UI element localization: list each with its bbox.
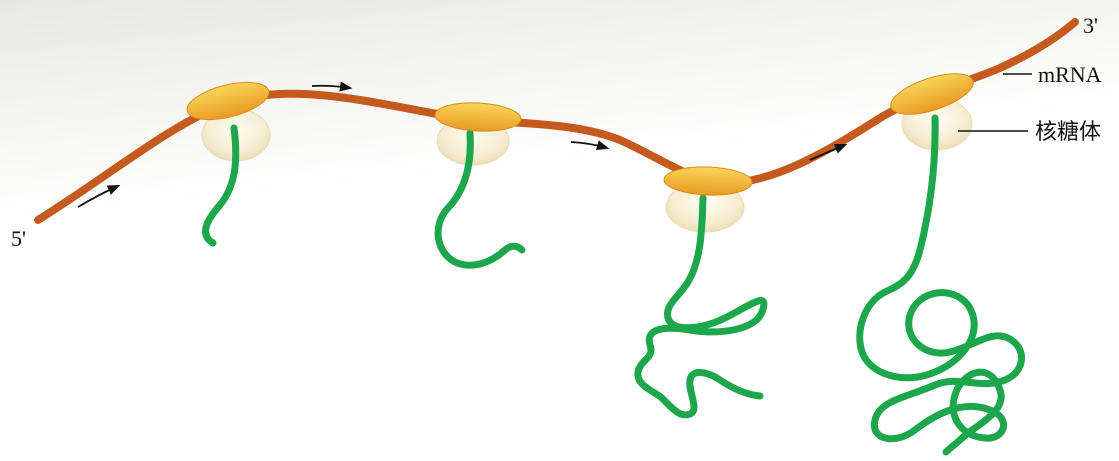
- five-prime-label: 5': [11, 226, 26, 251]
- ribosome-4-large-subunit: [890, 73, 974, 115]
- polypeptide-chain-4: [856, 114, 1026, 456]
- polypeptide-chain-2: [434, 129, 526, 269]
- direction-arrow-4: [809, 144, 848, 161]
- ribosome-2-large-subunit: [434, 102, 522, 132]
- polypeptide-chain-3: [634, 194, 768, 419]
- direction-arrows: [77, 81, 848, 208]
- ribosome-3-large-subunit: [663, 166, 753, 196]
- polypeptide-chains: [202, 114, 1026, 456]
- large-subunits: [186, 73, 974, 196]
- ribosome-label: 核糖体: [1035, 119, 1101, 144]
- ribosome-1-large-subunit: [186, 81, 270, 121]
- direction-arrow-2: [311, 81, 353, 92]
- direction-arrow-3: [570, 140, 610, 150]
- mrna-label: mRNA: [1038, 62, 1102, 87]
- three-prime-label: 3': [1083, 13, 1098, 38]
- direction-arrow-1: [77, 184, 121, 208]
- polypeptide-chain-1: [202, 124, 240, 247]
